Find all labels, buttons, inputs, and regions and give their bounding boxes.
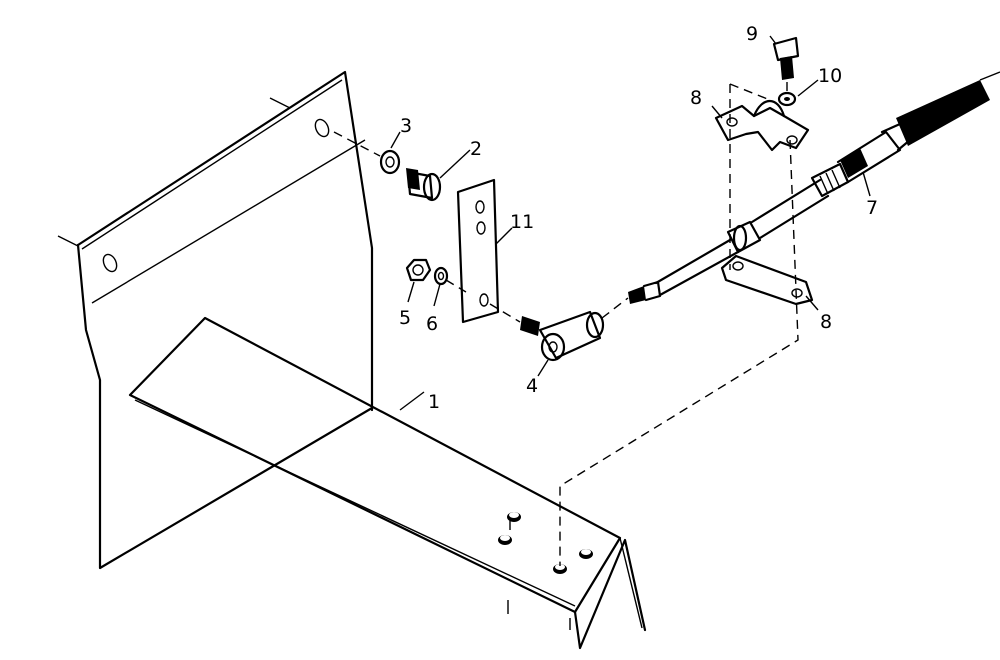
- callout-5: 5: [399, 307, 411, 329]
- ball-joint-part-4: [520, 280, 662, 362]
- washer-part-3: [379, 149, 401, 175]
- cable-part-7: [654, 71, 1000, 297]
- lock-washer-part-6: [433, 266, 449, 286]
- angle-bracket: [57, 70, 647, 650]
- callout-labels: 1 2 3 4 5 6 7 8 8 9 10 11: [399, 23, 878, 413]
- washer-part-10: [777, 91, 797, 107]
- callout-7: 7: [866, 197, 878, 219]
- callout-3: 3: [400, 115, 412, 137]
- callout-11: 11: [510, 211, 534, 233]
- callout-2: 2: [470, 138, 482, 160]
- callout-4: 4: [526, 375, 538, 397]
- callout-8-upper: 8: [690, 87, 702, 109]
- callout-8-lower: 8: [820, 311, 832, 333]
- clamp-plate-lower-part-8: [720, 254, 814, 306]
- callout-1: 1: [428, 391, 440, 413]
- callout-6: 6: [426, 313, 438, 335]
- assembly-lines: [333, 82, 799, 566]
- nut-part-5: [405, 258, 432, 282]
- callout-9: 9: [746, 23, 758, 45]
- screw-part-9: [772, 36, 800, 80]
- callout-10: 10: [818, 65, 842, 87]
- cable-clamp-upper-part-8: [714, 99, 810, 152]
- bolt-part-2: [406, 168, 442, 202]
- link-plate-part-11: [456, 178, 500, 324]
- leader-lines: [390, 35, 871, 411]
